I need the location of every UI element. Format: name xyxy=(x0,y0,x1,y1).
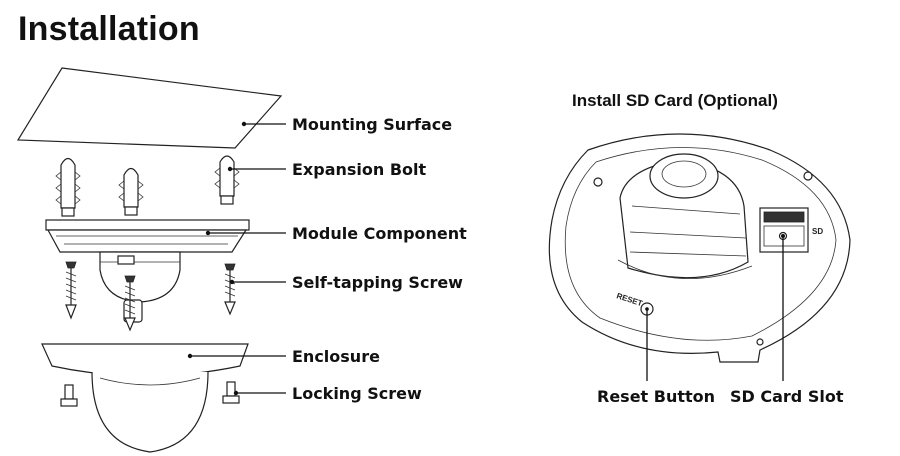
module-component xyxy=(45,219,250,323)
right-leader-lines xyxy=(646,234,785,381)
enclosure xyxy=(41,343,249,453)
self-tapping-screw-right xyxy=(224,263,236,316)
self-tapping-screw-left xyxy=(65,261,77,320)
sd-card-slot-housing xyxy=(759,207,809,253)
expansion-bolt-right xyxy=(214,155,240,205)
expansion-bolt-left xyxy=(55,157,81,217)
locking-screw-left xyxy=(60,384,78,407)
locking-screw-right xyxy=(222,381,240,404)
sd-card-slot-label: SD Card Slot xyxy=(730,387,844,406)
locking-screw-label: Locking Screw xyxy=(292,384,422,403)
enclosure-label: Enclosure xyxy=(292,347,380,366)
self-tapping-screw-label: Self-tapping Screw xyxy=(292,273,463,292)
left-leader-lines xyxy=(187,121,286,396)
sd-section-title: Install SD Card (Optional) xyxy=(572,91,778,110)
camera-lens-module xyxy=(617,153,753,279)
page-title: Installation xyxy=(18,10,200,48)
expansion-bolt-label: Expansion Bolt xyxy=(292,160,427,179)
expansion-bolt-middle xyxy=(118,167,144,216)
module-component-label: Module Component xyxy=(292,224,467,243)
sd-printed-mark: SD xyxy=(812,227,823,236)
mounting-surface-plate xyxy=(16,67,283,149)
mounting-surface-label: Mounting Surface xyxy=(292,115,453,134)
self-tapping-screw-middle xyxy=(124,275,136,332)
reset-button-label: Reset Button xyxy=(597,387,716,406)
